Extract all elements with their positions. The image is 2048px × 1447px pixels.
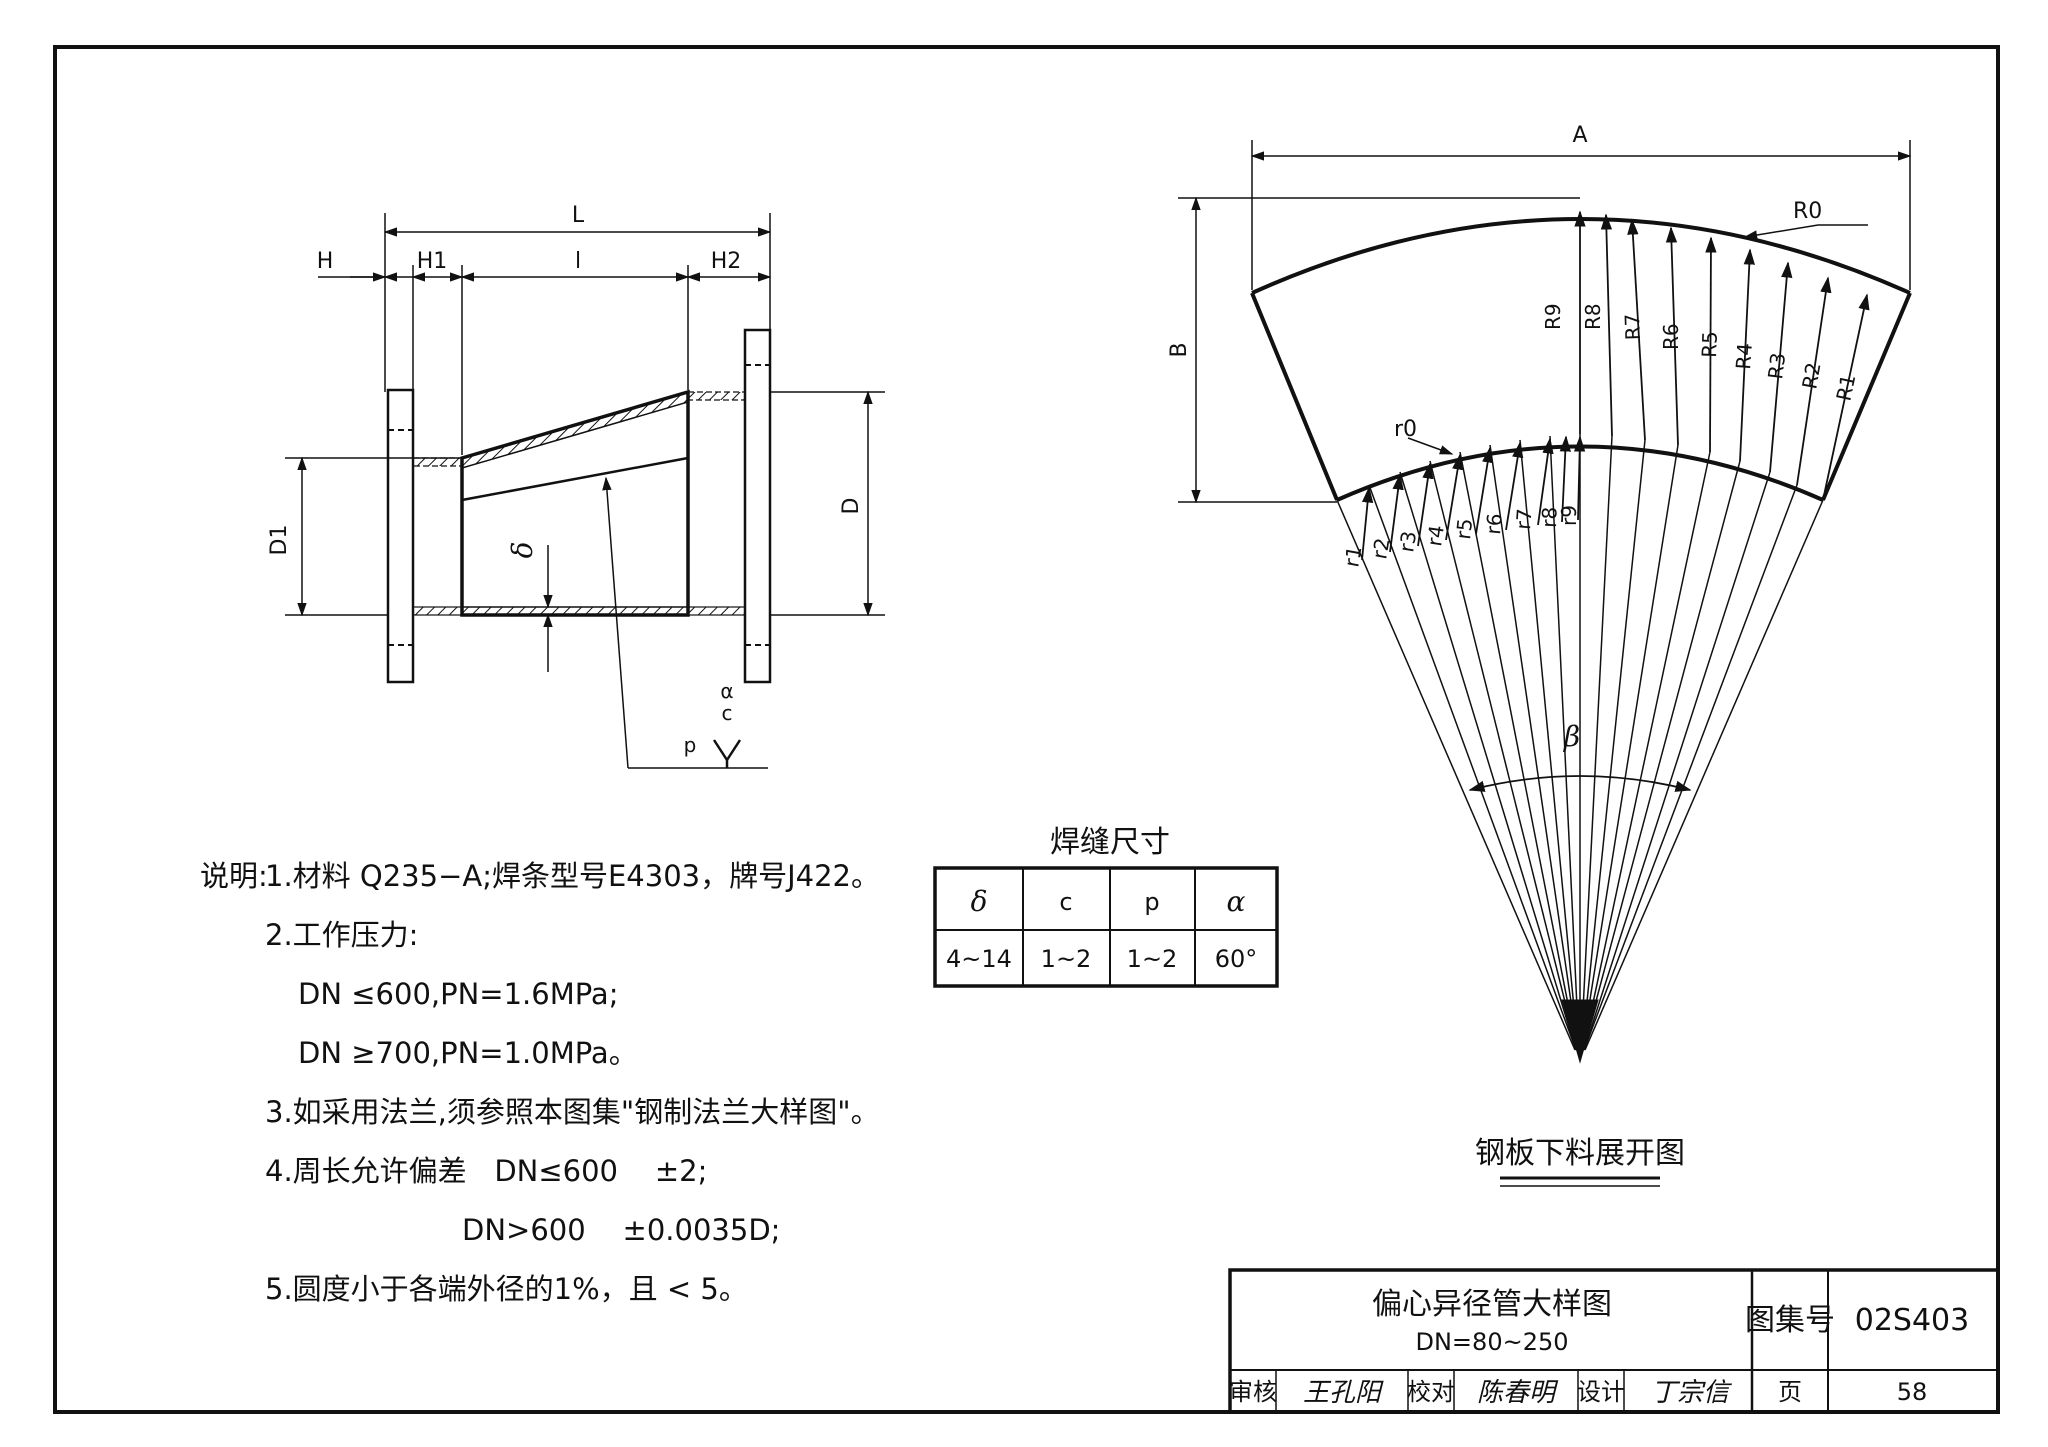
dim-label-L: L [572, 203, 585, 228]
label-r9: r9 [1557, 505, 1581, 526]
beta-arc [1468, 775, 1692, 792]
weld-c-label: c [722, 701, 733, 725]
weld-table-value-delta: 4~14 [946, 945, 1012, 973]
label-R8: R8 [1581, 303, 1605, 330]
label-r5: r5 [1451, 517, 1477, 540]
label-r0: r0 [1394, 417, 1417, 442]
label-R6: R6 [1659, 323, 1683, 350]
review-signature: 王孔阳 [1303, 1378, 1384, 1408]
weld-table [933, 866, 1279, 988]
weld-table-value-alpha: 60° [1215, 945, 1258, 973]
weld-table-header-delta: δ [971, 885, 988, 918]
atlas-number: 02S403 [1855, 1303, 1969, 1338]
right-flange [743, 328, 772, 684]
check-label: 校对 [1407, 1378, 1455, 1406]
note-line-6: 4.周长允许偏差 DN≤600 ±2; [265, 1154, 707, 1188]
label-r6: r6 [1481, 512, 1507, 535]
weld-table-header-alpha: α [1227, 885, 1246, 918]
inner-radius-arrows [1361, 435, 1586, 561]
design-signature: 丁宗信 [1651, 1378, 1733, 1408]
weld-leader [602, 476, 629, 769]
weld-symbol [712, 739, 742, 768]
note-line-8: 5.圆度小于各端外径的1%，且 < 5。 [265, 1272, 748, 1306]
label-r2: r2 [1367, 536, 1394, 561]
drawing-subtitle: DN=80~250 [1416, 1328, 1569, 1356]
right-edge [1821, 292, 1912, 501]
label-r8: r8 [1537, 506, 1562, 528]
weld-p-label: p [684, 733, 697, 757]
label-R7: R7 [1620, 313, 1645, 340]
atlas-label: 图集号 [1745, 1303, 1835, 1338]
weld-table-header-p: p [1144, 888, 1159, 916]
page-number: 58 [1897, 1378, 1928, 1406]
dim-label-D: D [839, 498, 864, 515]
note-line-2: 2.工作压力: [265, 918, 418, 952]
notes-prefix: 说明: [200, 859, 268, 893]
dim-label-delta: δ [506, 542, 539, 559]
elevation-view [285, 213, 885, 769]
label-R9: R9 [1541, 303, 1565, 330]
review-label: 审核 [1229, 1378, 1277, 1406]
left-flange [386, 388, 415, 684]
label-R3: R3 [1763, 351, 1790, 380]
weld-table-value-p: 1~2 [1127, 945, 1178, 973]
dim-label-D1: D1 [267, 525, 292, 556]
label-r4: r4 [1422, 524, 1449, 548]
label-R1: R1 [1831, 372, 1860, 403]
dim-label-l: l [575, 249, 581, 274]
weld-table-header-c: c [1059, 888, 1072, 916]
label-R0: R0 [1793, 199, 1822, 224]
left-edge [1250, 292, 1339, 501]
note-line-4: DN ≥700,PN=1.0MPa。 [298, 1036, 638, 1070]
outer-radius-arrows [1574, 210, 1870, 501]
label-r3: r3 [1394, 529, 1421, 553]
label-r7: r7 [1511, 508, 1536, 531]
label-beta: β [1563, 720, 1580, 753]
dim-label-H2: H2 [711, 249, 742, 274]
outer-arc [1251, 217, 1911, 295]
development-caption: 钢板下料展开图 [1475, 1136, 1685, 1171]
note-line-1: 1.材料 Q235−A;焊条型号E4303，牌号J422。 [265, 859, 880, 893]
development-view [1178, 140, 1912, 1187]
label-R5: R5 [1697, 331, 1722, 358]
dim-label-B: B [1167, 342, 1192, 357]
bottom-wall-hatch [461, 606, 689, 616]
page-label: 页 [1778, 1378, 1802, 1406]
label-r1: r1 [1339, 544, 1366, 569]
weld-alpha-label: α [720, 679, 733, 703]
sheet-border [53, 45, 2000, 1414]
drawing-title: 偏心异径管大样图 [1372, 1287, 1612, 1322]
note-line-5: 3.如采用法兰,须参照本图集"钢制法兰大样图"。 [265, 1095, 880, 1129]
reducer-inner-line [461, 456, 689, 502]
note-line-3: DN ≤600,PN=1.6MPa; [298, 977, 618, 1011]
label-R4: R4 [1731, 342, 1757, 370]
check-signature: 陈春明 [1477, 1378, 1559, 1408]
fan-lines [1336, 434, 1824, 1051]
dim-label-H1: H1 [417, 249, 448, 274]
label-R2: R2 [1797, 360, 1825, 390]
design-label: 设计 [1577, 1378, 1625, 1406]
note-line-7: DN>600 ±0.0035D; [462, 1213, 780, 1247]
top-wall-hatch [461, 390, 689, 470]
apex-tip [1561, 999, 1599, 1064]
title-block [1228, 1268, 2000, 1414]
weld-table-title: 焊缝尺寸 [1050, 825, 1170, 860]
dim-label-H: H [317, 249, 334, 274]
weld-table-value-c: 1~2 [1041, 945, 1092, 973]
dim-label-A: A [1572, 123, 1587, 148]
